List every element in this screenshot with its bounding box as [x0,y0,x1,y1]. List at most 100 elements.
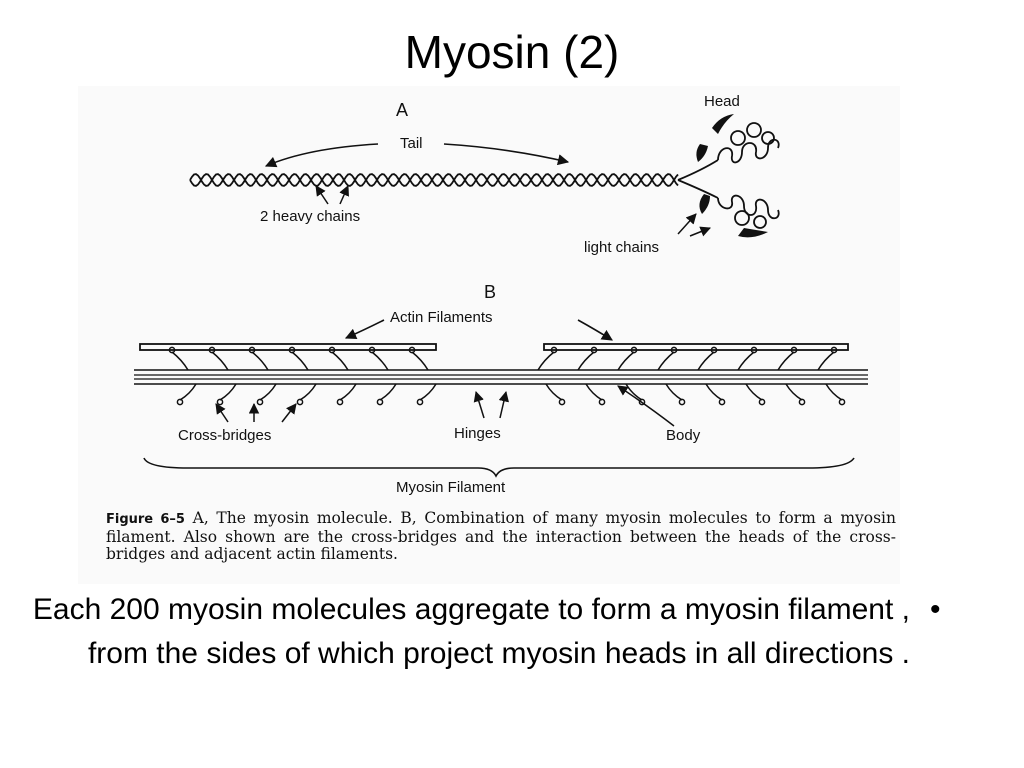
heavy-chains-label: 2 heavy chains [260,208,360,225]
cross-bridge [825,383,843,401]
actin-arrow-right [577,319,613,341]
cross-bridge-head [408,346,416,354]
cross-bridge-head [376,398,384,406]
panel-b-letter: B [484,282,496,302]
figure-caption-text: A, The myosin molecule. B, Combination o… [106,509,896,563]
cross-bridge [299,383,317,401]
cross-bridge-arrow-1 [215,403,229,423]
figure-caption: Figure 6–5 A, The myosin molecule. B, Co… [106,509,896,564]
tail-label: Tail [400,135,423,152]
heavy-chain-arrow-1 [315,185,329,205]
cross-bridge [219,383,237,401]
cross-bridge [665,383,683,401]
heavy-chain-arrow-2 [339,185,349,205]
cross-bridge-head [750,346,758,354]
cross-bridge-head [336,398,344,406]
cross-bridge-head [416,398,424,406]
cross-bridge [411,351,429,371]
cross-bridges-label: Cross-bridges [178,427,271,444]
lower-head [699,194,780,238]
cross-bridge [745,383,763,401]
cross-bridge-head [168,346,176,354]
cross-bridge-head [638,398,646,406]
cross-bridge-head [208,346,216,354]
cross-bridge [339,383,357,401]
cross-bridge-head [790,346,798,354]
hinges-label: Hinges [454,425,501,442]
cross-bridge [705,383,723,401]
actin-filament-right [543,343,849,351]
cross-bridge [737,351,755,371]
bullet-text: Each 200 myosin molecules aggregate to f… [32,593,910,670]
tail-arrow-right [443,143,570,166]
cross-bridge-head [718,398,726,406]
cross-bridge [617,351,635,371]
hinge-arrow-2 [498,390,509,419]
cross-bridge-head [710,346,718,354]
panel-a-letter: A [396,100,408,120]
heavy-chain-strand-2 [189,173,679,187]
cross-bridge-head [328,346,336,354]
cross-bridge-head [798,398,806,406]
body-label: Body [666,427,701,444]
myosin-figure: A Head Tail 2 heavy chains light chains [78,86,900,584]
slide-title: Myosin (2) [404,26,620,78]
myosin-filament-label: Myosin Filament [396,479,506,496]
cross-bridge-head [288,346,296,354]
cross-bridge-head [670,346,678,354]
head-label: Head [704,93,740,110]
cross-bridge-head [216,398,224,406]
cross-bridge-head [838,398,846,406]
cross-bridge [259,383,277,401]
cross-bridge [251,351,269,371]
cross-bridge-head [590,346,598,354]
cross-bridge-head [598,398,606,406]
cross-bridge-head [368,346,376,354]
actin-arrow-left [344,319,385,340]
cross-bridge-head [248,346,256,354]
upper-light-chain-2 [696,144,708,162]
cross-bridge [379,383,397,401]
cross-bridge-head [296,398,304,406]
light-chain-arrow-1 [677,213,697,235]
myosin-diagram: A Head Tail 2 heavy chains light chains [134,93,868,496]
cross-bridge-head [550,346,558,354]
cross-bridge-head [830,346,838,354]
hinge-arrow-1 [473,390,485,419]
light-chains-label: light chains [584,239,659,256]
cross-bridge-arrow-3 [281,403,297,423]
cross-bridge [577,351,595,371]
upper-head [696,114,780,164]
cross-bridge [171,351,189,371]
bullet-marker: • [930,593,941,626]
cross-bridge [697,351,715,371]
myosin-filament-body [134,369,868,385]
figure-caption-prefix: Figure 6–5 [106,512,185,527]
actin-filament-left [139,343,437,351]
cross-bridge [211,351,229,371]
myosin-filament-bracket [143,457,855,478]
cross-bridge [537,351,555,371]
cross-bridge [331,351,349,371]
cross-bridge [657,351,675,371]
cross-bridge-head [558,398,566,406]
cross-bridge [777,351,795,371]
lower-light-chain-2 [738,228,768,238]
cross-bridge-head [630,346,638,354]
light-chain-arrow-2 [689,226,711,237]
body-arrow [617,385,675,427]
cross-bridges [168,346,846,406]
cross-bridge [545,383,563,401]
cross-bridge [179,383,197,401]
cross-bridge [371,351,389,371]
cross-bridge-head [176,398,184,406]
lower-light-chain-1 [699,194,710,214]
upper-light-chain-1 [712,114,734,134]
upper-neck [677,159,719,181]
cross-bridge [785,383,803,401]
actin-filaments-label: Actin Filaments [390,309,493,326]
tail-arrow-left [264,143,379,168]
cross-bridge [419,383,437,401]
cross-bridge [291,351,309,371]
cross-bridge-head [758,398,766,406]
